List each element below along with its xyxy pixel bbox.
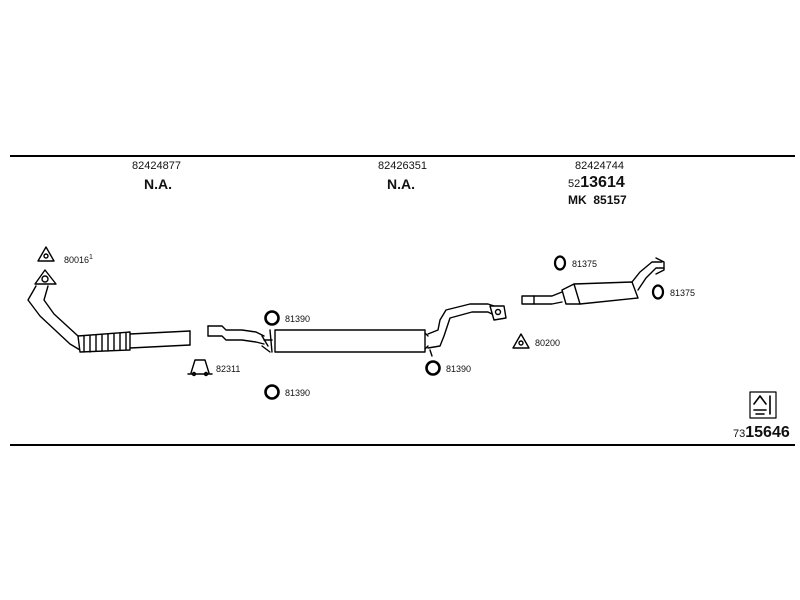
ring-upper-icon (264, 310, 280, 326)
status-middle-silencer: N.A. (387, 176, 415, 192)
ring-mid-icon (425, 360, 441, 376)
rear-gasket-icon (512, 333, 530, 349)
bottom-rule (10, 444, 795, 446)
ref-ring-mid: 81390 (446, 364, 472, 374)
ref-gasket-front: 800161 (64, 254, 93, 265)
catalog-symbol-icon (749, 391, 777, 419)
catalog-code-rear-silencer: 5213614 (568, 174, 625, 192)
ref-gasket-rear: 80200 (535, 338, 561, 348)
ref-ring-lower: 81390 (285, 388, 311, 398)
footer-catalog-code: 7315646 (733, 424, 790, 442)
ref-gasket-front-sup: 1 (89, 254, 93, 261)
hanger-rear-left-icon (553, 255, 567, 271)
ref-clamp: 82311 (216, 364, 241, 374)
front-gasket-icon (37, 246, 55, 262)
hanger-rear-right-icon (651, 284, 665, 300)
ref-gasket-front-value: 80016 (64, 255, 90, 265)
ref-ring-upper: 81390 (285, 314, 311, 324)
mk-value: 85157 (593, 193, 627, 207)
mk-code: MK 85157 (568, 193, 627, 207)
part-number-front-pipe: 82424877 (132, 160, 181, 172)
front-pipe-icon (27, 285, 191, 353)
part-number-rear-silencer: 82424744 (575, 160, 624, 172)
status-front-pipe: N.A. (144, 176, 172, 192)
catalog-code-main: 13614 (580, 174, 625, 191)
clamp-icon (187, 359, 213, 377)
catalog-code-prefix: 52 (568, 178, 581, 190)
ref-hanger-rear-right: 81375 (670, 288, 696, 298)
top-rule (10, 155, 795, 157)
mk-label: MK (568, 193, 587, 207)
part-number-middle-silencer: 82426351 (378, 160, 427, 172)
front-flange-icon (34, 269, 57, 285)
rear-silencer-icon (521, 257, 665, 305)
middle-silencer-icon (207, 303, 507, 357)
ref-hanger-rear-left: 81375 (572, 259, 598, 269)
footer-code-prefix: 73 (733, 428, 746, 440)
footer-code-main: 15646 (745, 424, 790, 441)
ring-lower-icon (264, 384, 280, 400)
